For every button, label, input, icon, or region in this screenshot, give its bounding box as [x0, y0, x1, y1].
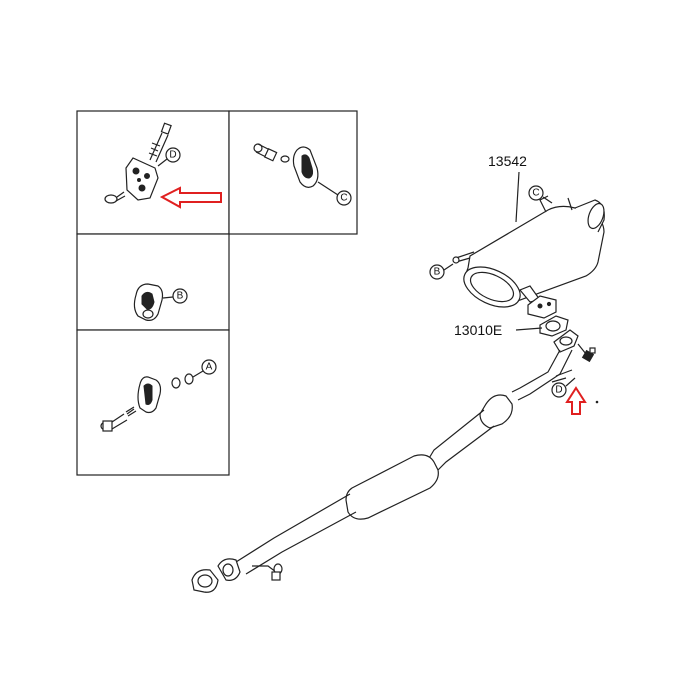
part-number-pipe: 13010E	[454, 322, 502, 338]
highlight-arrow-left	[159, 186, 222, 209]
part-number-labels: 13542 13010E	[454, 153, 543, 338]
gasket	[539, 315, 569, 337]
main-callouts: C B D	[429, 185, 576, 398]
callout-letter: B	[434, 267, 441, 278]
center-muffler	[345, 454, 439, 520]
callout-circle	[336, 190, 352, 206]
inset-panel-middle	[76, 233, 230, 331]
callout-circle	[165, 147, 181, 163]
small-bolt	[104, 191, 126, 204]
resonator-front	[479, 394, 513, 429]
exhaust-pipe	[191, 349, 573, 593]
callout-letter: C	[532, 188, 539, 199]
callout-letter: D	[555, 385, 562, 396]
callout-letter: B	[177, 291, 184, 302]
highlight-arrow-up	[565, 386, 587, 415]
callout-letter: C	[340, 193, 347, 204]
callout-circle	[528, 185, 544, 201]
washer	[184, 373, 194, 385]
muffler-assembly	[452, 195, 605, 319]
inset-panels	[76, 110, 358, 476]
callout-circle	[201, 359, 217, 375]
bolt	[253, 143, 290, 163]
callout-circle	[551, 382, 567, 398]
bolt	[100, 406, 137, 432]
flange-bolt	[577, 343, 596, 363]
inset-bracket-with-bolt: D	[104, 122, 222, 209]
washer	[171, 377, 181, 389]
inset-rubber-hanger: C	[253, 143, 352, 206]
callout-circle	[429, 264, 445, 280]
callout-circle	[172, 288, 188, 304]
callout-letter: D	[169, 150, 176, 161]
inset-panel-top-right	[228, 110, 358, 235]
callout-letter: A	[206, 362, 213, 373]
inset-hanger-b: B	[133, 283, 188, 321]
part-number-muffler: 13542	[488, 153, 527, 169]
inset-hanger-a: A	[100, 359, 217, 432]
bolt	[148, 122, 172, 163]
pipe-front-flange	[553, 329, 579, 353]
